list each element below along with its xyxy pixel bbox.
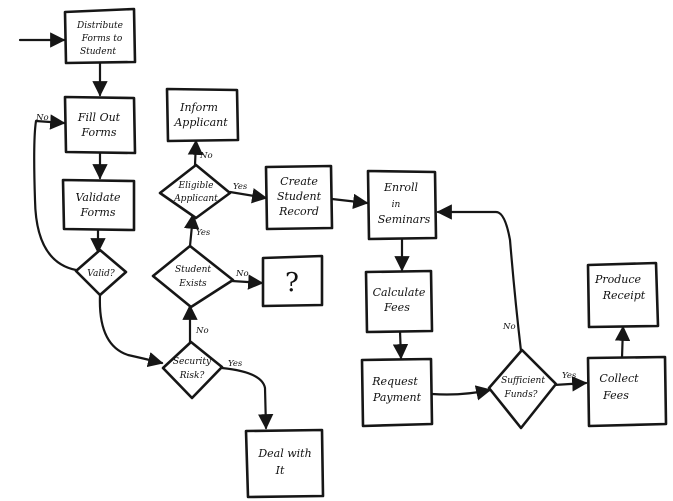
node-unknown-process: ?: [261, 254, 324, 308]
node-enroll-line-2: Seminars: [378, 213, 431, 226]
node-request-payment: Request Payment: [360, 357, 434, 428]
node-request-line-0: Request: [371, 375, 418, 388]
node-receipt-line-0: Produce: [594, 273, 642, 286]
node-valid-decision: Valid?: [74, 248, 128, 297]
node-calculate-fees: Calculate Fees: [364, 269, 434, 334]
edges: [18, 32, 631, 430]
edge-create-enroll: [330, 193, 369, 210]
edge-labels: No Yes No Yes No Yes No No Yes: [35, 113, 577, 381]
node-deal-with-it: Deal with It: [244, 428, 325, 499]
label-eligible-yes: Yes: [233, 182, 248, 192]
node-deal-line-1: It: [275, 464, 285, 477]
node-fill-line-1: Forms: [81, 126, 117, 139]
edge-request-sufficient: [430, 385, 492, 401]
label-exists-no: No: [235, 269, 249, 279]
node-enroll-in-seminars: Enroll in Seminars: [366, 169, 438, 241]
node-validate-line-0: Validate: [75, 191, 121, 204]
node-student-exists-decision: Student Exists: [151, 244, 235, 309]
node-inform-applicant: Inform Applicant: [165, 87, 240, 143]
node-collect-line-0: Collect: [599, 372, 639, 385]
edge-calc-request: [392, 329, 409, 360]
node-create-line-2: Record: [278, 205, 319, 218]
node-fill-out-forms: Fill Out Forms: [63, 95, 137, 155]
label-sufficient-no: No: [502, 322, 516, 332]
label-security-no: No: [195, 326, 209, 336]
node-calc-line-0: Calculate: [373, 286, 426, 299]
edge-eligible-yes: [228, 188, 268, 204]
edge-eligible-no: [187, 139, 204, 167]
label-security-yes: Yes: [228, 359, 243, 369]
node-exists-line-1: Exists: [178, 279, 207, 289]
node-enroll-line-1: in: [392, 200, 401, 210]
label-valid-no: No: [35, 113, 49, 123]
node-eligible-applicant-decision: Eligible Applicant: [158, 163, 232, 220]
node-produce-receipt: Produce Receipt: [586, 261, 660, 329]
node-inform-line-0: Inform: [179, 101, 218, 114]
label-exists-yes: Yes: [196, 228, 211, 238]
edge-security-yes: [220, 366, 274, 430]
node-sufficient-line-1: Funds?: [503, 390, 537, 400]
node-fill-line-0: Fill Out: [77, 111, 121, 124]
node-eligible-line-1: Applicant: [173, 194, 218, 204]
node-unknown-line-0: ?: [285, 268, 299, 298]
node-validate-line-1: Forms: [80, 206, 116, 219]
node-sufficient-funds-decision: Sufficient Funds?: [487, 348, 558, 430]
label-sufficient-yes: Yes: [562, 371, 577, 381]
node-create-student-record: Create Student Record: [264, 164, 334, 231]
node-collect-fees: Collect Fees: [586, 355, 668, 428]
node-create-line-0: Create: [280, 175, 318, 188]
node-inform-line-1: Applicant: [173, 116, 228, 129]
node-receipt-line-1: Receipt: [602, 289, 646, 302]
node-enroll-line-0: Enroll: [383, 181, 419, 194]
node-security-line-1: Risk?: [179, 371, 205, 381]
node-sufficient-line-0: Sufficient: [501, 376, 545, 386]
node-calc-line-1: Fees: [383, 301, 410, 314]
node-request-line-1: Payment: [372, 391, 422, 404]
node-distribute-line-1: Forms to: [81, 34, 123, 44]
node-distribute-line-2: Student: [80, 47, 116, 57]
edge-valid-security: [98, 293, 164, 368]
edge-valid-no: [33, 114, 78, 272]
node-collect-line-1: Fees: [602, 389, 629, 402]
node-validate-forms: Validate Forms: [61, 178, 136, 232]
node-deal-line-0: Deal with: [257, 447, 311, 460]
edge-sufficient-yes: [552, 376, 588, 392]
node-valid-line-0: Valid?: [87, 269, 115, 279]
node-eligible-line-0: Eligible: [178, 181, 214, 191]
edge-sufficient-no: [436, 204, 523, 353]
edge-exists-no: [230, 274, 264, 290]
node-distribute-forms: Distribute Forms to Student: [63, 7, 137, 65]
node-exists-line-0: Student: [175, 265, 211, 275]
node-security-line-0: Security: [173, 357, 212, 367]
node-security-risk-decision: Security Risk?: [161, 340, 224, 400]
node-distribute-line-0: Distribute: [76, 21, 123, 31]
node-create-line-1: Student: [277, 190, 322, 203]
edge-exists-yes: [184, 213, 200, 248]
label-eligible-no: No: [199, 151, 213, 161]
edge-collect-receipt: [614, 325, 631, 360]
